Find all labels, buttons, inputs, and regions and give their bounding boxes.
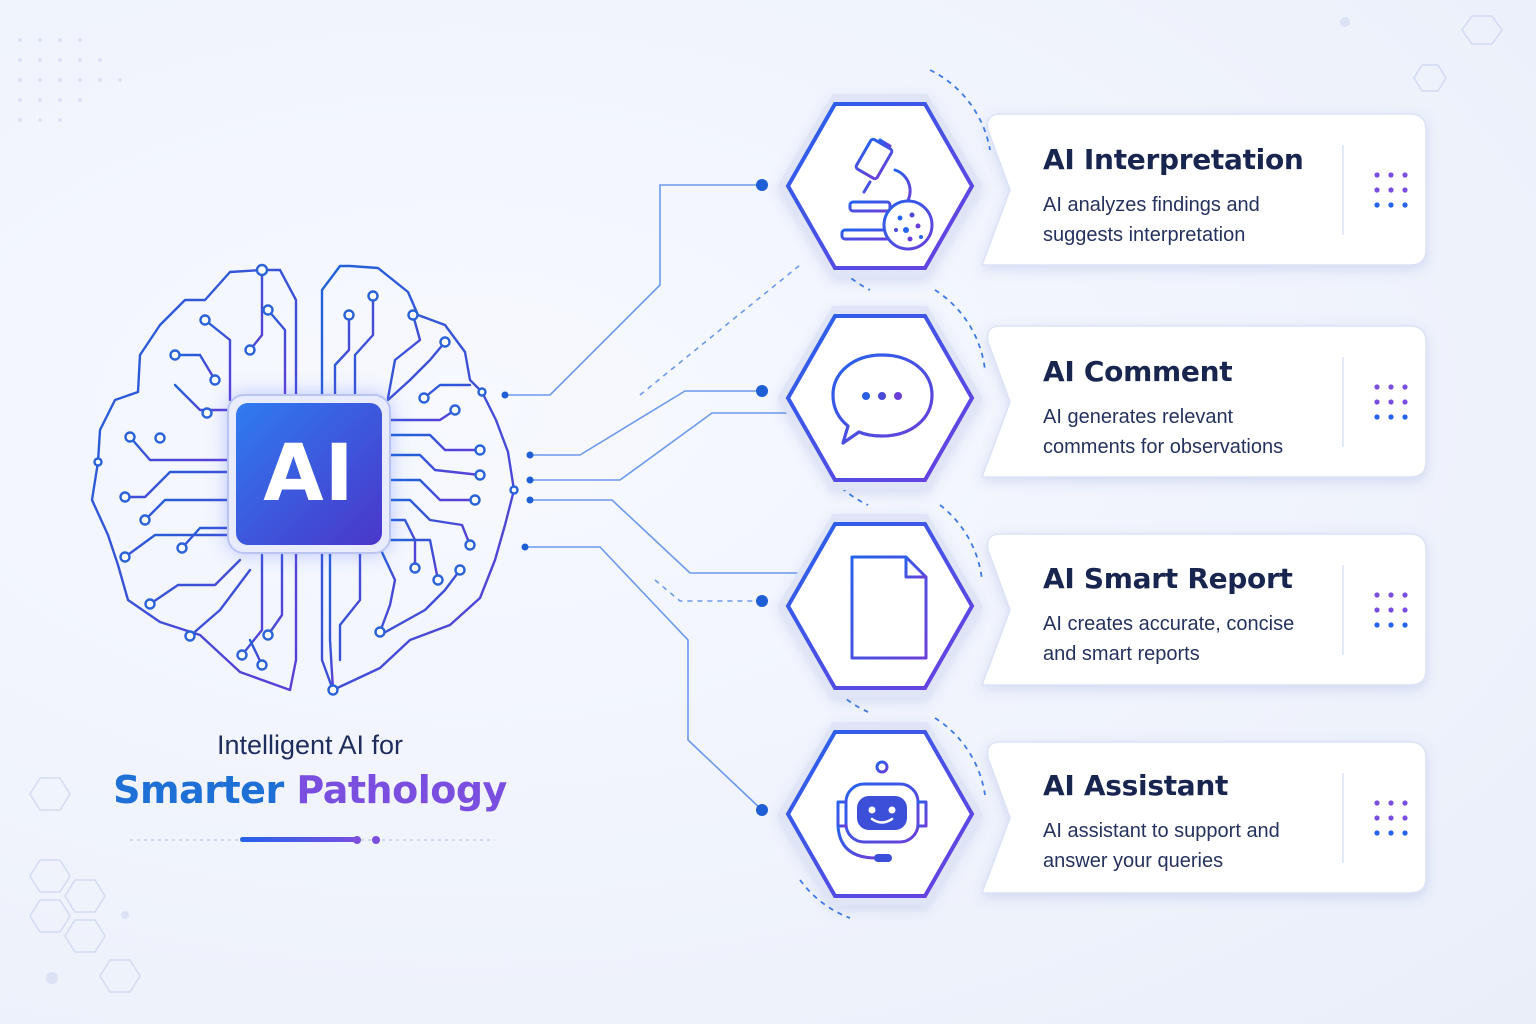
tagline-line1: Intelligent AI for [216, 730, 404, 760]
chat-bubble-icon [831, 353, 934, 445]
feature-card-3 [980, 533, 1427, 686]
feature-hex-3 [777, 504, 983, 713]
feature-hex-1 [777, 69, 991, 291]
feature-title-ai-comment: AI Comment [1043, 355, 1233, 388]
dot-grid-icon [1374, 172, 1408, 208]
feature-card-2-text: AI Comment AI generates relevant comment… [1043, 355, 1343, 462]
connector-nodes [501, 179, 768, 816]
connector-lines [505, 184, 801, 811]
feature-description: AI generates relevant comments for obser… [1043, 406, 1284, 458]
card-dot-grids [1374, 172, 1408, 836]
robot-assistant-icon [836, 760, 928, 862]
feature-title-ai-smart-report: AI Smart Report [1043, 562, 1293, 595]
headline-word-pathology: Pathology [296, 768, 507, 812]
feature-description: AI creates accurate, concise and smart r… [1043, 613, 1295, 665]
circuit-brain-icon [90, 264, 516, 692]
feature-card-4-text: AI Assistant AI assistant to support and… [1043, 769, 1343, 876]
feature-description: AI analyzes findings and suggests interp… [1043, 194, 1260, 246]
feature-card-4 [980, 741, 1427, 894]
feature-title-ai-interpretation: AI Interpretation [1043, 143, 1304, 176]
headline: Smarter Pathology [110, 768, 510, 812]
feature-hexes [777, 69, 991, 919]
dot-grid-icon [1374, 800, 1408, 836]
feature-card-3-text: AI Smart Report AI creates accurate, con… [1043, 562, 1343, 669]
feature-description: AI assistant to support and answer your … [1043, 820, 1280, 872]
feature-title-ai-assistant: AI Assistant [1043, 769, 1229, 802]
dot-grid-icon [1374, 384, 1408, 420]
report-document-icon [850, 555, 928, 660]
background-hexagons [29, 15, 1503, 993]
microscope-icon [840, 137, 934, 251]
background-dots [18, 17, 1350, 984]
feature-card-1 [980, 113, 1427, 266]
tagline-divider [130, 836, 495, 844]
dot-grid-icon [1374, 592, 1408, 628]
feature-cards [980, 113, 1427, 894]
circuit-brain-nodes [93, 263, 519, 696]
feature-card-2 [980, 325, 1427, 478]
ai-chip [227, 394, 391, 554]
headline-word-smarter: Smarter [113, 768, 284, 812]
feature-card-1-text: AI Interpretation AI analyzes findings a… [1043, 143, 1343, 250]
ai-chip-label: AI [263, 429, 355, 519]
